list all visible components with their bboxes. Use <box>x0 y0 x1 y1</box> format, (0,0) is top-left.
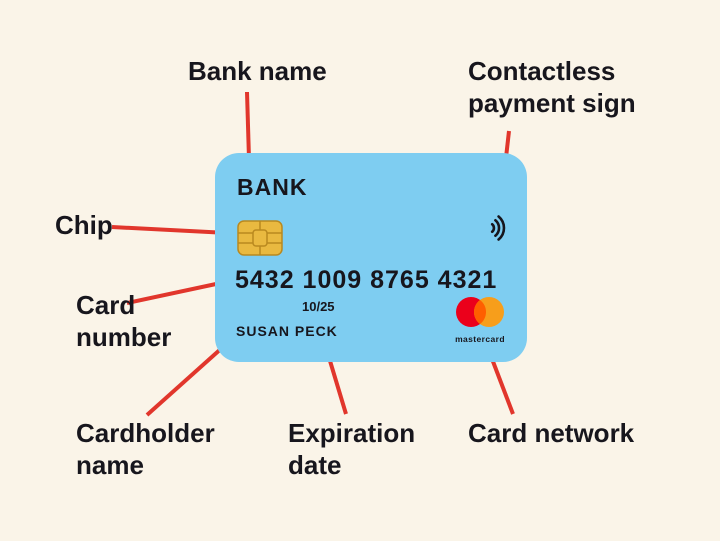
label-card-network: Card network <box>468 418 635 448</box>
line-cardholder-name <box>145 345 225 417</box>
label-expiration-date: Expiration date <box>288 418 416 480</box>
card-number: 5432 1009 8765 4321 <box>235 266 498 294</box>
expiration-date: 10/25 <box>302 299 335 314</box>
label-bank-name: Bank name <box>188 56 327 86</box>
card-bank-name: BANK <box>237 174 308 200</box>
emv-chip-icon <box>237 220 283 256</box>
label-card-number: Card number <box>76 290 172 352</box>
line-chip <box>111 225 229 235</box>
line-bank-name <box>245 91 251 160</box>
label-contactless: Contactless payment sign <box>468 56 636 118</box>
mastercard-logo: mastercard <box>452 296 508 344</box>
bank-card: BANK 5432 1009 8765 4321 10/25 SUSAN PEC… <box>215 153 527 362</box>
label-chip: Chip <box>55 210 113 240</box>
label-cardholder-name: Cardholder name <box>76 418 215 480</box>
mastercard-circles-icon <box>456 297 504 327</box>
contactless-icon <box>490 215 506 241</box>
mastercard-wordmark: mastercard <box>455 334 505 344</box>
cardholder-name: SUSAN PECK <box>236 323 338 339</box>
